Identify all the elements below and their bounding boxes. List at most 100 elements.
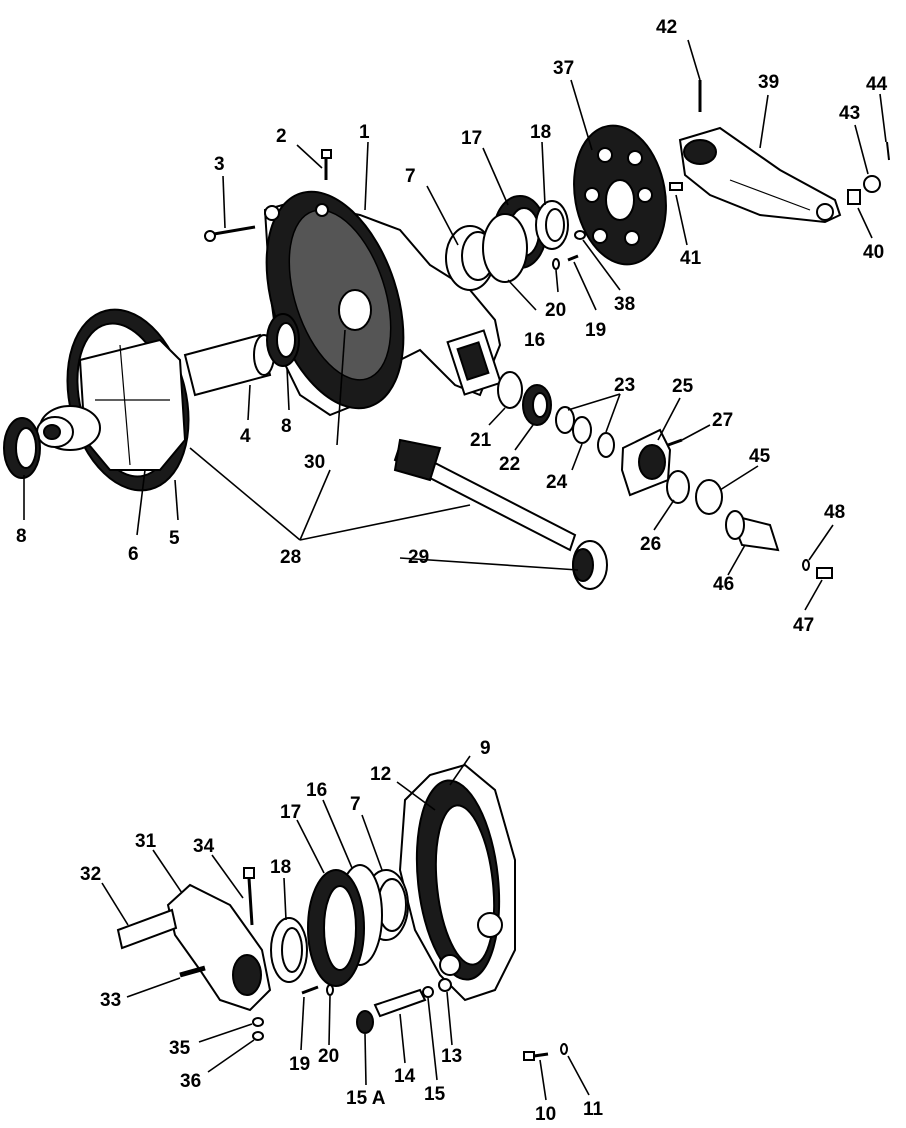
label-3: 3 <box>214 154 225 175</box>
part-21-seal <box>497 371 523 409</box>
label-20-lower: 20 <box>318 1046 339 1067</box>
leader-lines-lower <box>101 755 590 1101</box>
part-1-housing <box>263 190 502 417</box>
part-7-cup <box>445 225 495 291</box>
label-14: 14 <box>394 1066 416 1087</box>
label-34: 34 <box>193 836 215 857</box>
label-24: 24 <box>546 472 568 493</box>
label-22: 22 <box>499 454 520 475</box>
part-3-bolt <box>204 225 256 242</box>
part-48-washer <box>802 559 810 571</box>
label-40: 40 <box>863 242 884 263</box>
part-39-arm <box>678 126 842 224</box>
part-44-pin <box>886 141 890 161</box>
label-35: 35 <box>169 1038 191 1059</box>
part-4-shaft <box>183 333 275 397</box>
part-5-6-differential <box>36 308 190 492</box>
part-20-washer <box>552 258 560 270</box>
part-2-bolt <box>321 149 332 180</box>
part-16-gasket <box>482 213 528 283</box>
label-30: 30 <box>304 452 325 473</box>
part-25-retainer <box>620 428 672 497</box>
label-11: 11 <box>583 1099 604 1120</box>
part-11-washer <box>560 1043 568 1055</box>
label-39: 39 <box>758 72 779 93</box>
label-27: 27 <box>712 410 733 431</box>
label-26: 26 <box>640 534 661 555</box>
label-13: 13 <box>441 1046 462 1067</box>
part-23-ring-b <box>597 432 615 458</box>
part-32-shaft <box>116 908 178 950</box>
part-22-bearing <box>522 384 552 426</box>
label-8-left: 8 <box>16 526 27 547</box>
part-31-arm <box>166 883 272 1012</box>
leader-lines-upper <box>23 39 887 611</box>
part-38-washer <box>574 230 586 240</box>
label-7-lower: 7 <box>350 794 361 815</box>
label-36: 36 <box>180 1071 201 1092</box>
callout-labels: 1 2 3 4 5 6 7 8 8 17 18 16 20 19 38 37 3… <box>16 17 888 1125</box>
label-12: 12 <box>370 764 391 785</box>
label-2: 2 <box>276 126 287 147</box>
label-1: 1 <box>359 122 370 143</box>
part-10-bolt <box>523 1051 549 1061</box>
part-23-ring-a <box>555 406 575 434</box>
label-21: 21 <box>470 430 492 451</box>
label-18: 18 <box>530 122 551 143</box>
label-43: 43 <box>839 103 860 124</box>
part-8-bearing-left <box>3 417 41 479</box>
label-46: 46 <box>713 574 734 595</box>
label-32: 32 <box>80 864 101 885</box>
part-40-pin <box>847 189 861 205</box>
label-16-lower: 16 <box>306 780 327 801</box>
part-29-30-pinion <box>393 438 608 590</box>
label-7: 7 <box>405 166 416 187</box>
part-43-ring <box>863 175 881 193</box>
part-8-bearing-center <box>266 313 300 367</box>
label-48: 48 <box>824 502 845 523</box>
label-31: 31 <box>135 831 157 852</box>
label-37: 37 <box>553 58 574 79</box>
part-13-fitting <box>438 978 452 992</box>
part-14-bolt <box>373 986 434 1018</box>
part-24-spacer <box>572 416 592 444</box>
part-37-sprocket <box>573 124 667 266</box>
part-15a-nut <box>356 1010 374 1034</box>
part-35-washer <box>252 1017 264 1027</box>
label-42: 42 <box>656 17 677 38</box>
label-17: 17 <box>461 128 482 149</box>
label-5: 5 <box>169 528 180 549</box>
label-19: 19 <box>585 320 606 341</box>
part-33-pin <box>179 965 206 978</box>
label-9: 9 <box>480 738 491 759</box>
label-6: 6 <box>128 544 139 565</box>
label-33: 33 <box>100 990 121 1011</box>
part-45-nut <box>695 479 723 515</box>
label-18-lower: 18 <box>270 857 291 878</box>
label-8-center: 8 <box>281 416 292 437</box>
label-4: 4 <box>240 426 251 447</box>
label-20: 20 <box>545 300 566 321</box>
label-41: 41 <box>680 248 702 269</box>
part-26-ring <box>666 470 690 504</box>
part-18-ring-lower <box>270 917 308 983</box>
part-41-key <box>669 182 683 191</box>
part-18-ring <box>535 200 569 250</box>
label-29: 29 <box>408 547 429 568</box>
label-16: 16 <box>524 330 545 351</box>
part-36-nut <box>252 1031 264 1041</box>
label-44: 44 <box>866 74 888 95</box>
label-28: 28 <box>280 547 301 568</box>
label-10: 10 <box>535 1104 556 1125</box>
label-38: 38 <box>614 294 635 315</box>
label-47: 47 <box>793 615 814 636</box>
part-20-washer-lower <box>326 984 334 996</box>
part-17-seal-lower <box>307 869 365 987</box>
part-9-plate <box>398 763 516 1002</box>
part-47-bolt <box>816 567 833 579</box>
label-17-lower: 17 <box>280 802 301 823</box>
label-25: 25 <box>672 376 694 397</box>
label-23: 23 <box>614 375 635 396</box>
